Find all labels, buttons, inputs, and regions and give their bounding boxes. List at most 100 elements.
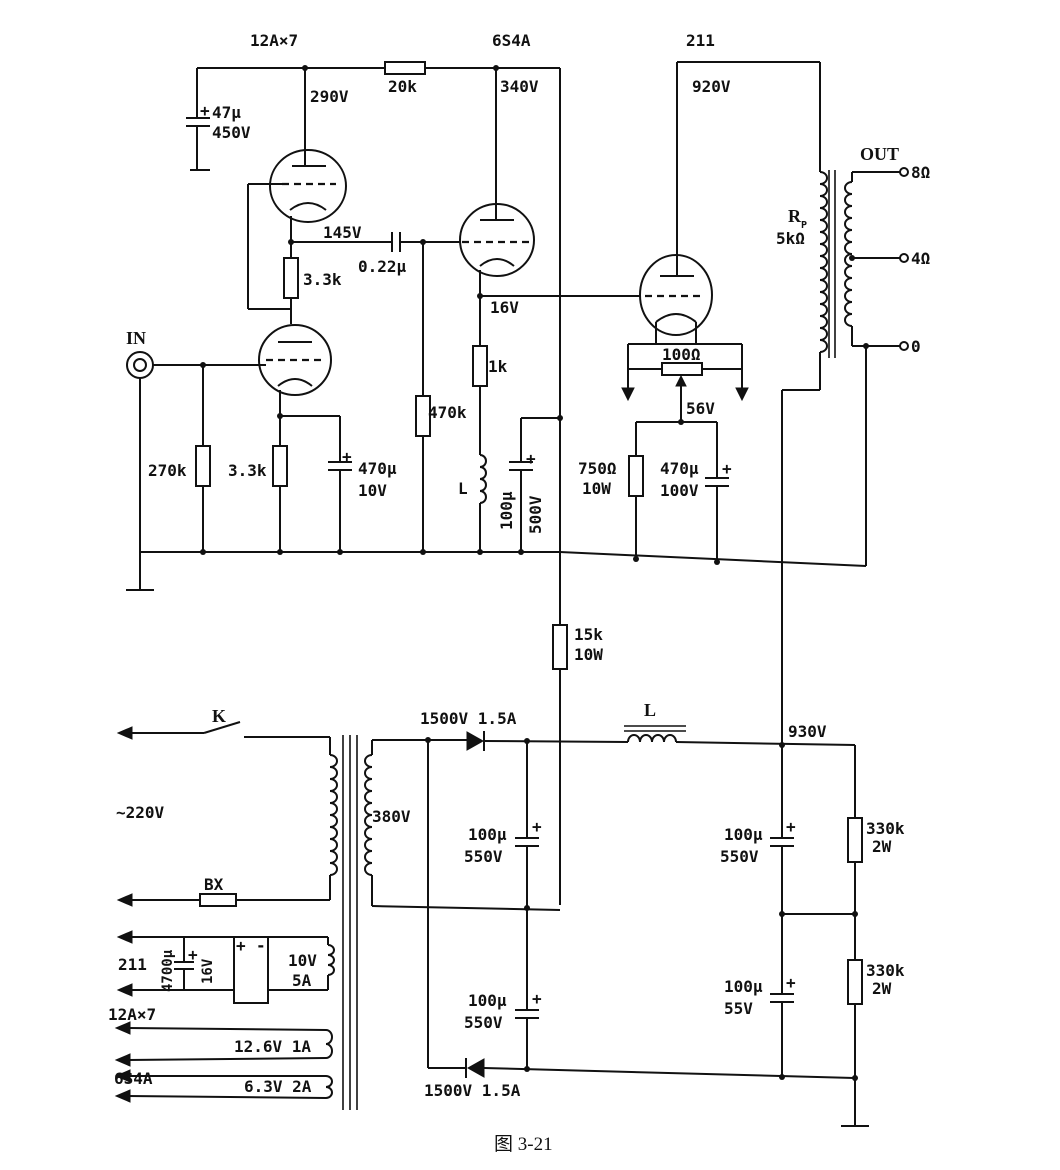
label-fil-12ax7: 12A×7 [108, 1005, 156, 1024]
label-r330k-2: 330k [866, 961, 905, 980]
filament-winding-10v [327, 944, 335, 976]
resistor-750-ohm [628, 455, 644, 497]
label-cap3-voltage: 550V [720, 847, 759, 866]
label-tap-4-ohm: 4Ω [911, 249, 930, 268]
labels: 12A×7 6S4A 211 290V 340V 920V 145V 16V 5… [108, 31, 930, 1155]
resistor-3k3-bottom [272, 445, 288, 487]
label-in: IN [126, 328, 146, 348]
cathode-choke [479, 454, 487, 504]
label-rp-5k: 5kΩ [776, 229, 805, 248]
cap1-plus: + [532, 817, 542, 836]
label-diode-bottom: 1500V 1.5A [424, 1081, 521, 1100]
tube-211 [639, 254, 713, 336]
label-r-20k: 20k [388, 77, 417, 96]
tube-12ax7-lower [258, 324, 332, 396]
label-r-470k: 470k [428, 403, 467, 422]
label-r-750-ohm: 750Ω [578, 459, 617, 478]
label-fil-5a: 5A [292, 971, 312, 990]
bridge-plus: + [236, 936, 246, 955]
cap4-plus: + [786, 973, 796, 992]
label-tube-12ax7: 12A×7 [250, 31, 298, 50]
label-cap-450v: 450V [212, 123, 251, 142]
label-fil-cap-16v: 16V [200, 958, 216, 984]
filament-winding-12v6 [325, 1029, 333, 1059]
cap-470b-plus: + [722, 459, 732, 478]
hum-pot-100-ohm [661, 362, 703, 376]
switch-k [203, 721, 241, 734]
resistor-15k [552, 624, 568, 670]
resistor-20k [384, 61, 426, 75]
power-supply-section: + + + + [114, 721, 869, 1127]
label-r-100-ohm: 100Ω [662, 345, 701, 364]
resistor-330k-1 [847, 817, 863, 863]
label-16v: 16V [490, 298, 519, 317]
label-cap-10v: 10V [358, 481, 387, 500]
amplifier-section: + [126, 61, 909, 905]
label-145v: 145V [323, 223, 362, 242]
resistor-3k3-top [283, 257, 299, 299]
label-cap1-voltage: 550V [464, 847, 503, 866]
cap-100-plus: + [526, 449, 536, 468]
filament-bridge [233, 936, 269, 1004]
label-tube-211: 211 [686, 31, 715, 50]
label-fuse-bx: BX [204, 875, 224, 894]
label-choke-l: L [458, 479, 468, 498]
label-cap-470b: 470μ [660, 459, 699, 478]
label-tap-8-ohm: 8Ω [911, 163, 930, 182]
cap-47-plus: + [200, 101, 210, 120]
label-rp-sub: P [801, 220, 807, 231]
label-56v: 56V [686, 399, 715, 418]
label-cap-100u: 100μ [497, 491, 516, 530]
label-mains-220v: ~220V [116, 803, 165, 822]
bridge-minus: - [256, 936, 266, 955]
label-fil-cap-4700u: 4700μ [160, 949, 176, 992]
label-r-15k-10w: 10W [574, 645, 603, 664]
label-tap-0: 0 [911, 337, 921, 356]
label-r-3k3-top: 3.3k [303, 270, 342, 289]
label-rp: R [788, 206, 802, 226]
label-fil-6v3: 6.3V 2A [244, 1077, 312, 1096]
label-920v: 920V [692, 77, 731, 96]
tube-12ax7-upper [269, 149, 347, 223]
diode-top [466, 731, 485, 751]
label-cap-022: 0.22μ [358, 257, 407, 276]
label-out: OUT [860, 144, 899, 164]
resistor-1k [472, 345, 488, 387]
filter-choke-l [627, 734, 677, 743]
cap3-plus: + [786, 817, 796, 836]
label-r330k-1: 330k [866, 819, 905, 838]
label-cap4-value: 100μ [724, 977, 763, 996]
figure-caption: 图 3-21 [494, 1134, 553, 1155]
label-290v: 290V [310, 87, 349, 106]
label-340v: 340V [500, 77, 539, 96]
label-fil-6s4a: 6S4A [114, 1069, 153, 1088]
label-r-15k: 15k [574, 625, 603, 644]
label-cap-470: 470μ [358, 459, 397, 478]
label-hv-380v: 380V [372, 807, 411, 826]
label-cap-47: 47μ [212, 103, 241, 122]
label-cap2-voltage: 550V [464, 1013, 503, 1032]
label-930v: 930V [788, 722, 827, 741]
label-cap3-value: 100μ [724, 825, 763, 844]
label-r-270k: 270k [148, 461, 187, 480]
label-r330k-2-watt: 2W [872, 979, 892, 998]
label-fil-211: 211 [118, 955, 147, 974]
label-diode-top: 1500V 1.5A [420, 709, 517, 728]
label-cap-100v: 100V [660, 481, 699, 500]
label-tube-6s4a: 6S4A [492, 31, 531, 50]
diode-bottom [466, 1058, 485, 1078]
label-r330k-1-watt: 2W [872, 837, 892, 856]
label-r-1k: 1k [488, 357, 508, 376]
label-r-10w: 10W [582, 479, 611, 498]
label-switch-k: K [212, 706, 226, 726]
mains-primary-winding [329, 754, 338, 876]
label-fil-12v6: 12.6V 1A [234, 1037, 311, 1056]
fil-cap-plus: + [188, 945, 198, 964]
label-filter-choke: L [644, 700, 656, 720]
output-transformer [819, 170, 853, 358]
label-cap2-value: 100μ [468, 991, 507, 1010]
terminal-8-ohm [899, 167, 909, 177]
label-cap-500v: 500V [526, 495, 545, 534]
fuse-bx [199, 893, 237, 907]
